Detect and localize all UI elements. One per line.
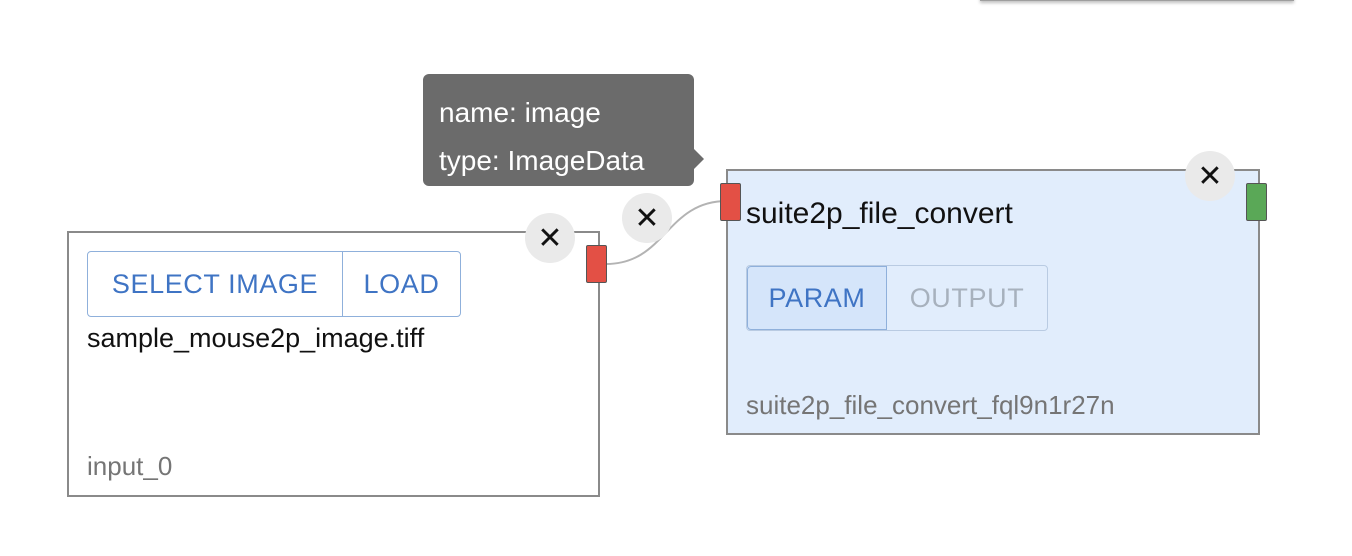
algorithm-title: suite2p_file_convert [746, 197, 1013, 230]
algorithm-output-handle[interactable] [1246, 183, 1267, 221]
edge-close-icon[interactable]: ✕ [622, 193, 672, 243]
tooltip-arrow [692, 147, 704, 171]
algorithm-tab-group: PARAM OUTPUT [746, 265, 1048, 331]
algorithm-node[interactable]: suite2p_file_convert PARAM OUTPUT suite2… [726, 169, 1260, 435]
load-button[interactable]: LOAD [363, 268, 440, 299]
param-button[interactable]: PARAM [747, 266, 887, 330]
output-button[interactable]: OUTPUT [909, 282, 1025, 313]
input-node[interactable]: SELECT IMAGE LOAD sample_mouse2p_image.t… [67, 231, 600, 497]
algorithm-input-handle[interactable] [720, 183, 741, 221]
file-name: sample_mouse2p_image.tiff [87, 323, 425, 353]
select-image-button[interactable]: SELECT IMAGE [88, 252, 343, 316]
handle-tooltip: name: image type: ImageData [423, 74, 694, 186]
input-node-close-icon[interactable]: ✕ [525, 213, 575, 263]
tooltip-type: type: ImageData [439, 145, 645, 176]
algorithm-node-close-icon[interactable]: ✕ [1185, 151, 1235, 201]
algorithm-node-id: suite2p_file_convert_fql9n1r27n [746, 390, 1115, 420]
input-node-output-handle[interactable] [586, 245, 607, 283]
tooltip-name: name: image [439, 97, 601, 128]
top-panel-edge [980, 0, 1294, 1]
input-node-id: input_0 [87, 451, 173, 481]
file-button-group: SELECT IMAGE LOAD [87, 251, 461, 317]
